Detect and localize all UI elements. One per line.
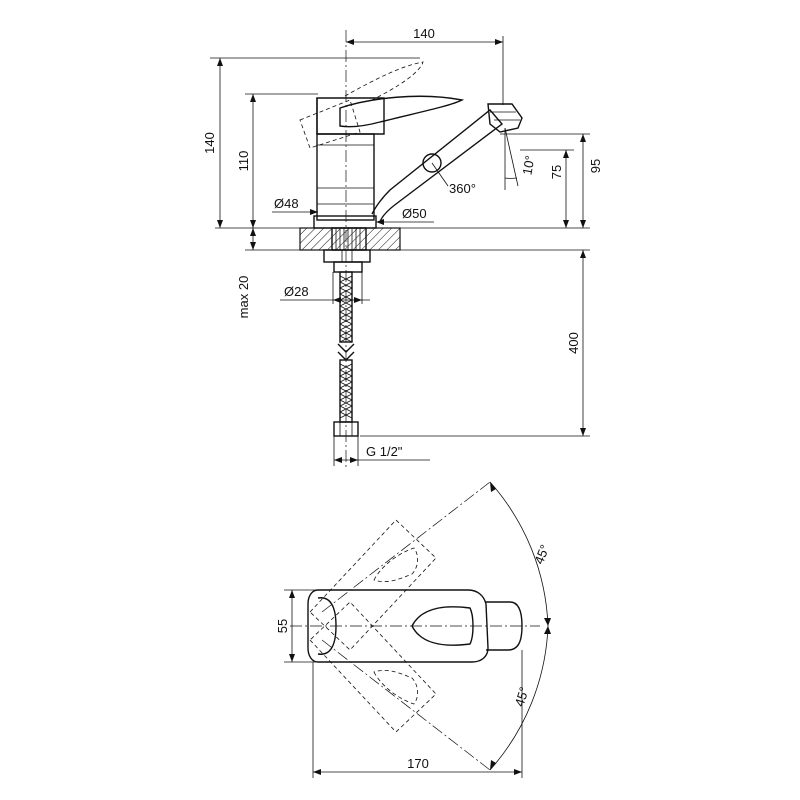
- dim-width: 55: [275, 589, 318, 663]
- dim-angle-upper-label: 45°: [531, 542, 552, 566]
- dim-base-diameter-label: Ø50: [402, 206, 427, 221]
- dim-body-height: 110: [236, 93, 318, 228]
- dim-spout-height: 95: [500, 133, 603, 228]
- dim-hose-length: 400: [360, 249, 590, 437]
- dim-angle-arc: 45° 45°: [489, 481, 552, 771]
- dim-outlet-height-label: 75: [549, 165, 564, 179]
- faucet-body: [313, 133, 377, 229]
- dim-top-width: 140: [346, 26, 504, 105]
- dim-length-label: 170: [407, 756, 429, 771]
- dim-swivel-label: 360°: [449, 181, 476, 196]
- dim-thread: G 1/2": [333, 436, 430, 466]
- dim-top-width-label: 140: [413, 26, 435, 41]
- dim-total-height-label: 140: [202, 132, 217, 154]
- dim-width-label: 55: [275, 619, 290, 633]
- ghost-lever-upper: [309, 519, 437, 651]
- dim-total-height: 140: [202, 57, 420, 228]
- dim-shank-diameter: Ø28: [280, 272, 370, 304]
- dim-outlet-height: 75: [520, 149, 574, 228]
- dim-swivel: 360°: [431, 162, 476, 196]
- dim-body-diameter-label: Ø48: [274, 196, 299, 211]
- top-view: 45° 45° 55 170: [275, 481, 552, 778]
- side-view: 140 140 110 95: [202, 26, 603, 470]
- mounting-plate: [299, 227, 401, 251]
- dim-length: 170: [312, 650, 523, 778]
- fixing-nut: [323, 249, 371, 273]
- dim-max-thickness-label: max 20: [236, 276, 251, 319]
- dim-body-diameter: Ø48: [272, 196, 318, 215]
- swivel-spout: [371, 103, 523, 223]
- dim-hose-length-label: 400: [566, 332, 581, 354]
- lever-handle: [299, 61, 465, 149]
- dim-max-thickness: max 20: [236, 228, 300, 318]
- dim-body-height-label: 110: [236, 151, 251, 172]
- dim-shank-diameter-label: Ø28: [284, 284, 309, 299]
- dim-spout-tilt: 10°: [504, 127, 538, 190]
- dim-spout-height-label: 95: [588, 159, 603, 173]
- ghost-lever-lower: [309, 601, 437, 733]
- dim-thread-label: G 1/2": [366, 444, 403, 459]
- dim-spout-tilt-label: 10°: [519, 154, 537, 176]
- dim-base-diameter: Ø50: [376, 206, 434, 225]
